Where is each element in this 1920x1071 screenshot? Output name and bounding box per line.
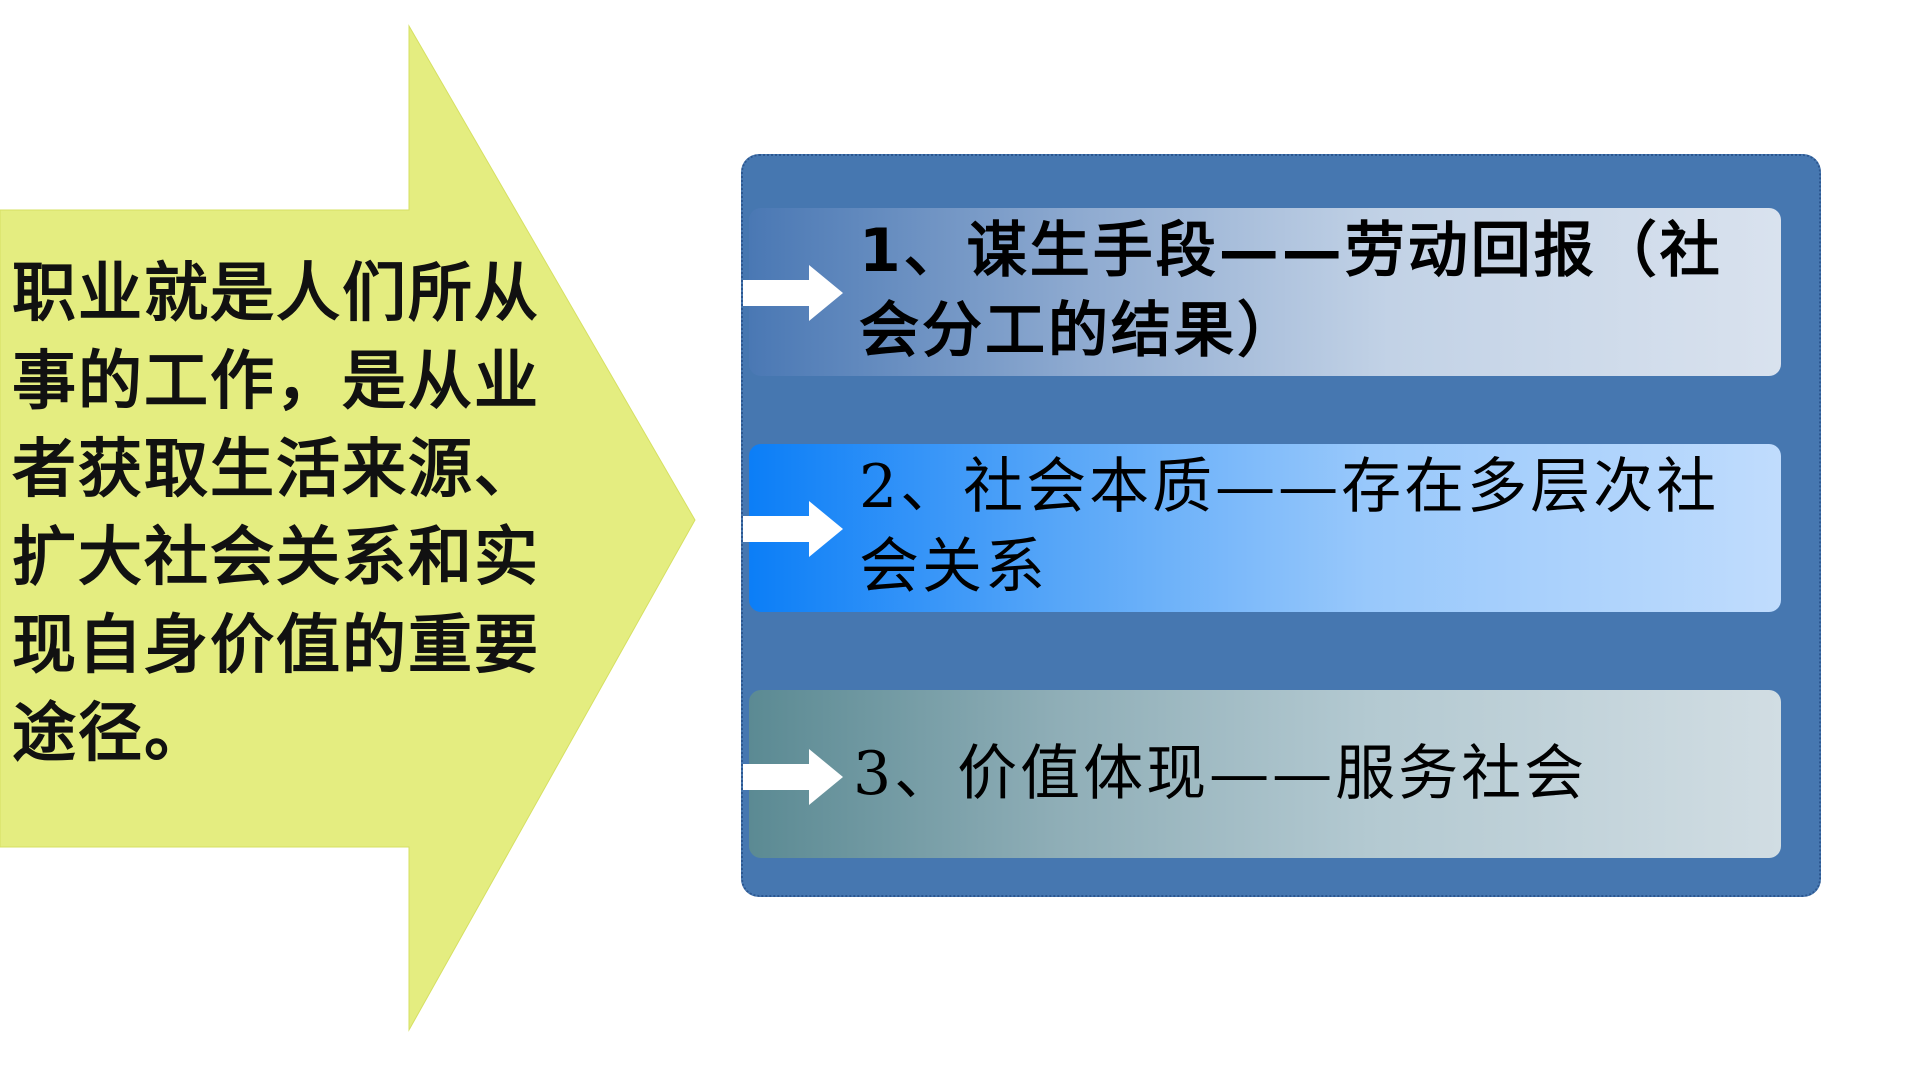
meaning-item-1: 1、谋生手段——劳动回报（社会分工的结果） (743, 208, 1781, 376)
meaning-item-2-label: 2、社会本质——存在多层次社会关系 (859, 452, 1720, 602)
yellow-arrow-shape (0, 24, 696, 1032)
meaning-item-2: 2、社会本质——存在多层次社会关系 (743, 444, 1781, 612)
arrow-right-icon (743, 749, 843, 805)
left-arrow-block: 职业就是人们所从事的工作，是从业者获取生活来源、扩大社会关系和实现自身价值的重要… (0, 0, 700, 1071)
meaning-item-1-label: 1、谋生手段——劳动回报（社会分工的结果） (859, 216, 1723, 366)
meaning-item-3-label: 3、价值体现——服务社会 (853, 739, 1588, 809)
meaning-panel: 1、谋生手段——劳动回报（社会分工的结果） 2、社会本质——存在多层次社会关系 … (741, 154, 1821, 897)
arrow-definition-text: 职业就是人们所从事的工作，是从业者获取生活来源、扩大社会关系和实现自身价值的重要… (12, 257, 540, 771)
arrow-right-icon (743, 501, 843, 557)
meaning-item-3: 3、价值体现——服务社会 (743, 690, 1781, 858)
arrow-right-icon (743, 265, 843, 321)
